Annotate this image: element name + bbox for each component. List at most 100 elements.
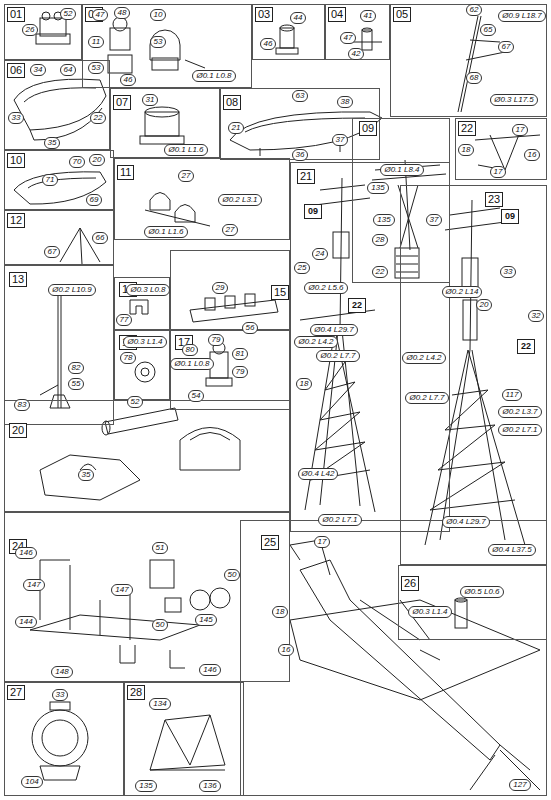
callout-number: 69 [86,194,103,206]
callout-number: 35 [44,137,61,149]
dimension-callout: Ø0.2 L7.1 [318,514,361,526]
callout-number: 20 [89,154,106,166]
callout-number: 79 [208,334,225,346]
step-panel: 24 [4,512,290,682]
step-panel: 09 [352,118,450,283]
step-number: 06 [7,63,25,78]
callout-number: 21 [228,122,245,134]
dimension-callout: Ø0.4 L42 [298,468,339,480]
callout-number: 42 [348,48,365,60]
callout-number: 79 [232,366,249,378]
callout-number: 17 [512,124,529,136]
callout-number: 11 [88,36,104,48]
step-13-pole [40,296,70,408]
callout-number: 146 [15,547,36,559]
dimension-callout: Ø0.2 L4.2 [294,336,337,348]
step-number: 11 [117,165,134,180]
callout-number: 44 [290,12,307,24]
callout-number: 64 [60,64,77,76]
callout-number: 77 [116,314,133,326]
callout-number: 81 [232,348,249,360]
callout-number: 25 [294,262,311,274]
callout-number: 66 [92,232,109,244]
callout-number: 52 [127,396,144,408]
callout-number: 36 [292,149,309,161]
step-06-boat [14,79,106,140]
step-panel: 26 [398,565,547,640]
step-number: 01 [7,7,25,22]
step-02-parts [108,17,205,73]
dimension-callout: Ø0.1 L1.6 [144,226,187,238]
dimension-callout: Ø0.4 L29.7 [310,324,358,336]
dimension-callout: Ø0.5 L0.6 [460,586,503,598]
callout-number: 148 [51,666,72,678]
callout-number: 53 [150,36,167,48]
reference-number: 09 [305,205,321,218]
step-number: 13 [9,272,27,287]
callout-number: 22 [372,266,389,278]
callout-number: 47 [340,32,357,44]
callout-number: 33 [52,689,69,701]
step-23-tower [425,200,525,545]
callout-number: 31 [142,94,159,106]
step-28-part [150,715,225,770]
callout-number: 51 [152,542,169,554]
step-panel: 28 [124,682,244,796]
callout-number: 53 [88,62,105,74]
step-number: 03 [255,7,273,22]
callout-number: 20 [476,299,493,311]
dimension-callout: Ø0.3 L0.8 [126,284,169,296]
dimension-callout: Ø0.2 L7.1 [498,424,541,436]
callout-number: 17 [314,536,331,548]
callout-number: 33 [8,112,25,124]
step-number: 25 [261,535,279,550]
step-number: 22 [458,121,476,136]
callout-number: 27 [222,224,239,236]
step-14-part [130,300,148,314]
callout-number: 134 [149,698,170,710]
callout-number: 82 [68,362,85,374]
callout-number: 146 [199,664,220,676]
callout-number: 46 [260,38,277,50]
callout-number: 147 [23,579,44,591]
callout-number: 147 [111,584,132,596]
step-22-tripod [475,132,540,170]
dimension-callout: Ø0.1 L1.6 [164,144,207,156]
dimension-callout: Ø0.1 L0.8 [192,70,235,82]
callout-number: 37 [426,214,443,226]
step-panel: 230922 [400,185,547,565]
callout-number: 38 [337,96,354,108]
step-27-searchlight [32,702,88,780]
step-25-aircraft [290,540,540,790]
callout-number: 68 [466,72,483,84]
callout-number: 26 [22,24,39,36]
dimension-callout: Ø0.2 L3.7 [498,406,541,418]
step-number: 09 [359,121,377,136]
step-number: 28 [127,685,145,700]
callout-number: 10 [150,9,167,21]
step-number: 07 [113,95,131,110]
dimension-callout: Ø0.1 L0.8 [170,358,213,370]
callout-number: 18 [272,606,289,618]
callout-number: 67 [44,246,61,258]
step-number: 10 [7,153,25,168]
step-number: 04 [328,7,346,22]
callout-number: 18 [296,378,313,390]
reference-box: 22 [517,339,535,354]
step-number: 27 [7,685,25,700]
dimension-callout: Ø0.4 L29.7 [442,516,490,528]
step-number: 05 [393,7,411,22]
dimension-callout: Ø0.2 L4.2 [402,352,445,364]
dimension-callout: Ø0.3 L1.4 [408,606,451,618]
step-20-turret [40,408,240,500]
callout-number: 28 [372,234,389,246]
callout-number: 135 [135,780,156,792]
dimension-callout: Ø0.4 L37.5 [488,544,536,556]
callout-number: 27 [178,170,195,182]
callout-number: 145 [195,614,216,626]
callout-number: 144 [15,616,36,628]
dimension-callout: Ø0.2 L7.7 [405,392,448,404]
callout-number: 80 [182,344,199,356]
reference-box: 09 [304,204,322,219]
step-09-mast [372,160,446,278]
